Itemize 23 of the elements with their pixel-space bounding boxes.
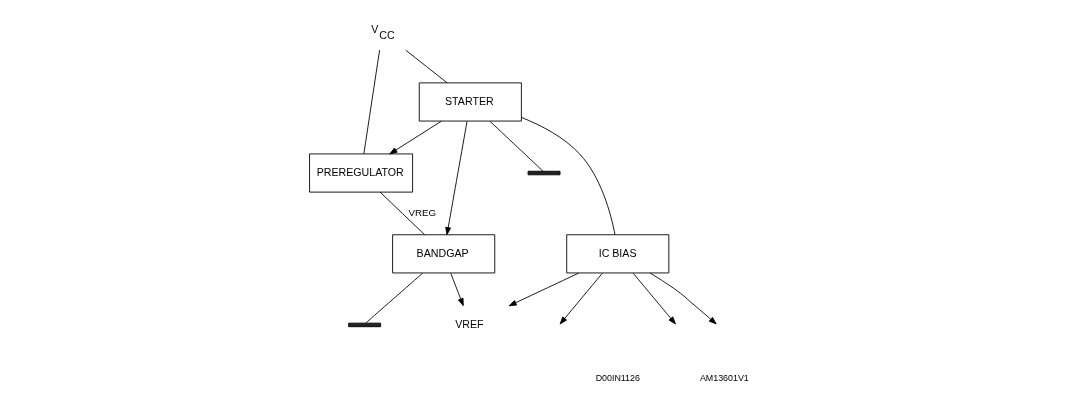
label: D00IN1126 <box>595 373 640 384</box>
node-box: IC BIAS <box>565 234 669 274</box>
arrow <box>388 120 442 155</box>
arrow <box>508 272 579 307</box>
arrow <box>632 272 676 325</box>
connector <box>364 272 423 324</box>
arrow <box>449 272 464 307</box>
edge-label: VREG <box>408 206 436 218</box>
node-bar <box>527 170 560 176</box>
connector <box>404 49 448 84</box>
node-bar <box>347 322 381 328</box>
arrow <box>649 272 717 325</box>
connector <box>489 120 543 172</box>
node-box: BANDGAP <box>391 234 495 274</box>
node-text: VREF <box>454 317 484 330</box>
label: AM13601V1 <box>699 373 749 384</box>
node-box: PREREGULATOR <box>308 153 413 193</box>
arrow <box>444 120 467 236</box>
connector <box>379 191 425 236</box>
connector <box>362 49 380 155</box>
connector <box>520 117 615 236</box>
arrow <box>559 272 603 325</box>
node-box: STARTER <box>418 82 522 122</box>
